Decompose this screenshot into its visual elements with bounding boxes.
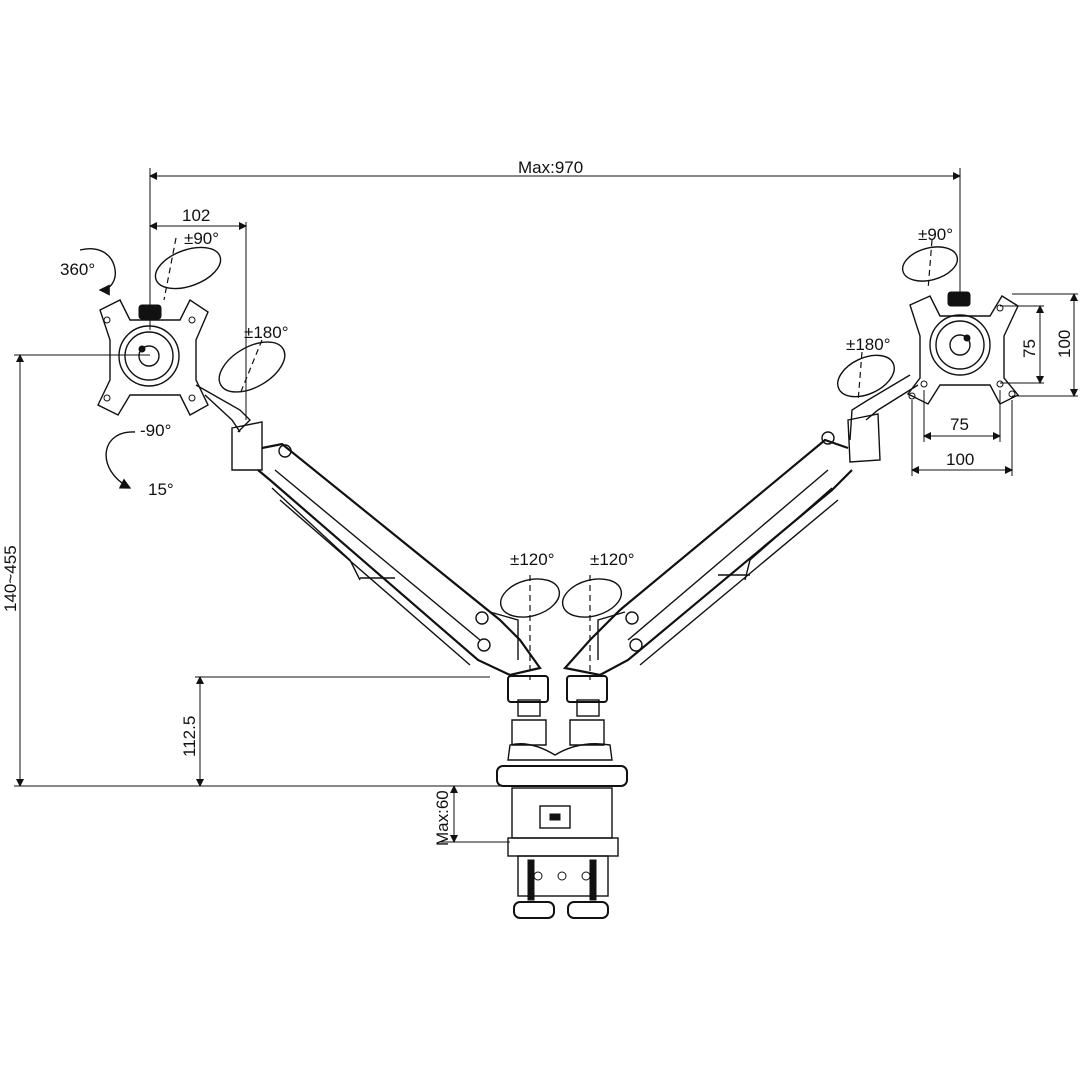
desk-base <box>496 765 628 919</box>
left-rotate-label: ±180° <box>244 323 289 342</box>
vesa-v-large-label: 100 <box>1055 330 1074 358</box>
pole-height-dimension: 112.5 <box>180 676 490 787</box>
right-vesa-plate <box>849 291 1020 441</box>
base-right-rotate-label: ±120° <box>590 550 635 569</box>
arm-offset-label: 102 <box>182 206 210 225</box>
max-width-dimension: Max:970 <box>149 158 961 330</box>
vesa-v-small-label: 75 <box>1020 339 1039 358</box>
clamp-max-label: Max:60 <box>433 790 452 846</box>
arm-offset-dimension: 102 <box>149 206 247 420</box>
left-tilt-top-label: ±90° <box>184 229 219 248</box>
vesa-h-large-label: 100 <box>946 450 974 469</box>
vesa-h-small-label: 75 <box>950 415 969 434</box>
rotation-indicators: 360° ±90° ±180° -90° 15° ±90° ±180° ±120… <box>60 225 959 680</box>
clamp-max-dimension: Max:60 <box>433 785 510 846</box>
right-arm <box>562 413 881 677</box>
right-tilt-top-label: ±90° <box>918 225 953 244</box>
center-pole <box>507 675 613 761</box>
right-rotate-label: ±180° <box>846 335 891 354</box>
vesa-dimensions: 75 100 75 100 <box>911 293 1078 476</box>
left-tilt-down-label: -90° <box>140 421 171 440</box>
pole-height-label: 112.5 <box>180 716 199 757</box>
height-range-label: 140~455 <box>1 545 20 612</box>
height-range-dimension: 140~455 <box>1 354 500 787</box>
max-width-label: Max:970 <box>518 158 583 177</box>
base-left-rotate-label: ±120° <box>510 550 555 569</box>
left-swivel-label: 360° <box>60 260 95 279</box>
left-tilt-up-label: 15° <box>148 480 174 499</box>
left-vesa-plate <box>97 298 251 433</box>
left-arm <box>231 421 542 677</box>
